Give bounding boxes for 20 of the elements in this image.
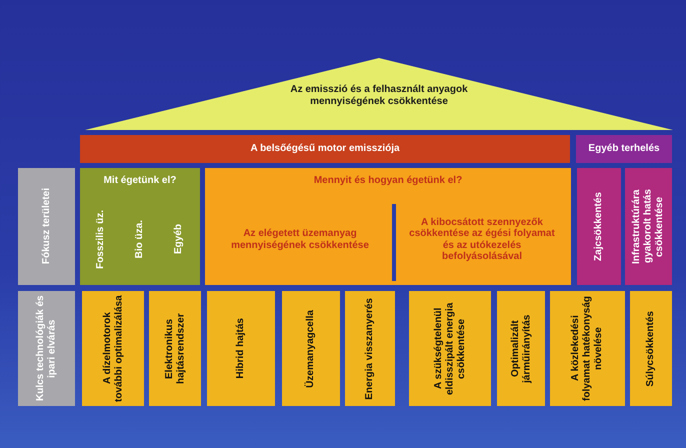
technology-cell: Optimalizált járműirányítás (497, 291, 545, 406)
category-panel (205, 168, 571, 285)
category-panel (80, 168, 200, 285)
focus-area-cell: Zajcsökkentés (577, 168, 621, 285)
roof-heading: Az emisszió és a felhasznált anyagok mennyiségének csökkentése (289, 84, 469, 107)
technology-cell: Üzemanyagcella (282, 291, 340, 406)
technology-cell: A dízelmotorok további optimalizálása (82, 291, 144, 406)
row-heading-cell: Kulcs technológiák és ipari elvárás (18, 291, 75, 406)
panel-heading: Mit égetünk el? (102, 174, 178, 188)
category-band: A belsőégésű motor emissziója (80, 135, 570, 163)
technology-cell: Elektronikus hajtásrendszer (149, 291, 201, 406)
category-band: Egyéb terhelés (576, 135, 672, 163)
technology-cell: Súlycsökkentés (630, 291, 672, 406)
technology-cell: Hibrid hajtás (207, 291, 275, 406)
technology-cell: A szükségtelenül eldisszipált energia csökkentése (409, 291, 491, 406)
technology-cell: A közlekedési folyamat hatékonyság növelése (550, 291, 625, 406)
technology-cell: Energia visszanyerés (345, 291, 395, 406)
panel-heading: Mennyit és hogyan égetünk el? (312, 174, 464, 188)
focus-area-cell: Infrastruktúrára gyakorolt hatás csökkentése (625, 168, 672, 285)
row-heading-cell: Fókusz területei (18, 168, 75, 285)
